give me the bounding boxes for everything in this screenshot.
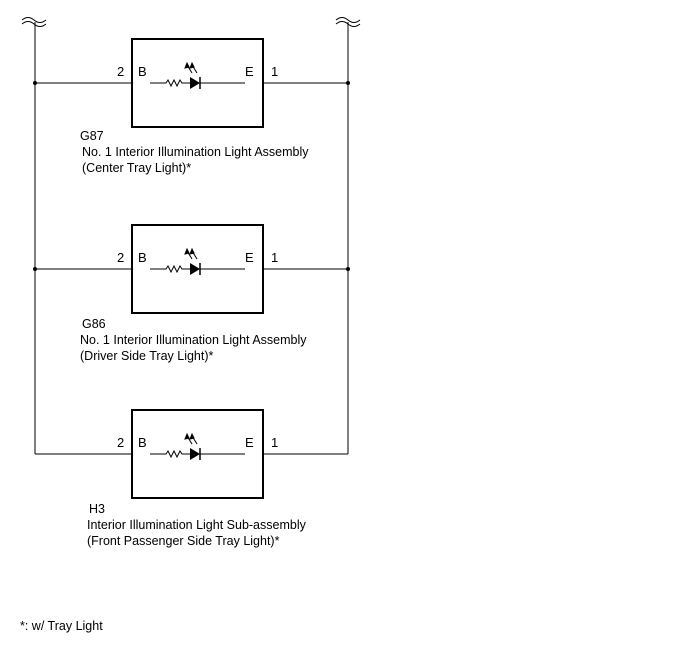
component-name: No. 1 Interior Illumination Light Assemb…: [82, 145, 309, 159]
component-code: H3: [89, 502, 105, 516]
led-icon: [190, 77, 200, 89]
component-box: [131, 38, 264, 128]
pin-right-number: 1: [271, 64, 278, 79]
led-icon: [190, 263, 200, 275]
component-label-h3: H3 Interior Illumination Light Sub-assem…: [87, 501, 306, 549]
component-location: (Driver Side Tray Light)*: [80, 349, 214, 363]
component-name: No. 1 Interior Illumination Light Assemb…: [80, 333, 307, 347]
component-label-g86: G86 No. 1 Interior Illumination Light As…: [80, 316, 307, 364]
component-location: (Front Passenger Side Tray Light)*: [87, 534, 280, 548]
resistor-icon: [150, 264, 190, 274]
led-icon: [190, 448, 200, 460]
pin-left-name: B: [138, 64, 147, 79]
light-emission-icon: [184, 247, 198, 260]
pin-right-name: E: [245, 64, 254, 79]
component-code: G86: [82, 317, 106, 331]
pin-right-number: 1: [271, 250, 278, 265]
pin-left-name: B: [138, 435, 147, 450]
light-emission-icon: [184, 61, 198, 74]
resistor-icon: [150, 449, 190, 459]
component-g86: 2 B E 1: [35, 224, 348, 314]
footnote: *: w/ Tray Light: [20, 619, 103, 633]
component-box: [131, 224, 264, 314]
component-name: Interior Illumination Light Sub-assembly: [87, 518, 306, 532]
pin-left-number: 2: [117, 64, 124, 79]
component-code: G87: [80, 129, 104, 143]
pin-right-name: E: [245, 250, 254, 265]
component-h3: 2 B E 1: [35, 409, 348, 499]
component-label-g87: G87 No. 1 Interior Illumination Light As…: [80, 128, 309, 176]
light-emission-icon: [184, 432, 198, 445]
pin-left-number: 2: [117, 250, 124, 265]
resistor-icon: [150, 78, 190, 88]
component-box: [131, 409, 264, 499]
pin-right-number: 1: [271, 435, 278, 450]
pin-left-name: B: [138, 250, 147, 265]
pin-left-number: 2: [117, 435, 124, 450]
component-location: (Center Tray Light)*: [82, 161, 192, 175]
component-g87: 2 B E 1: [35, 38, 348, 128]
wire-break-left-icon: [21, 17, 47, 27]
pin-right-name: E: [245, 435, 254, 450]
